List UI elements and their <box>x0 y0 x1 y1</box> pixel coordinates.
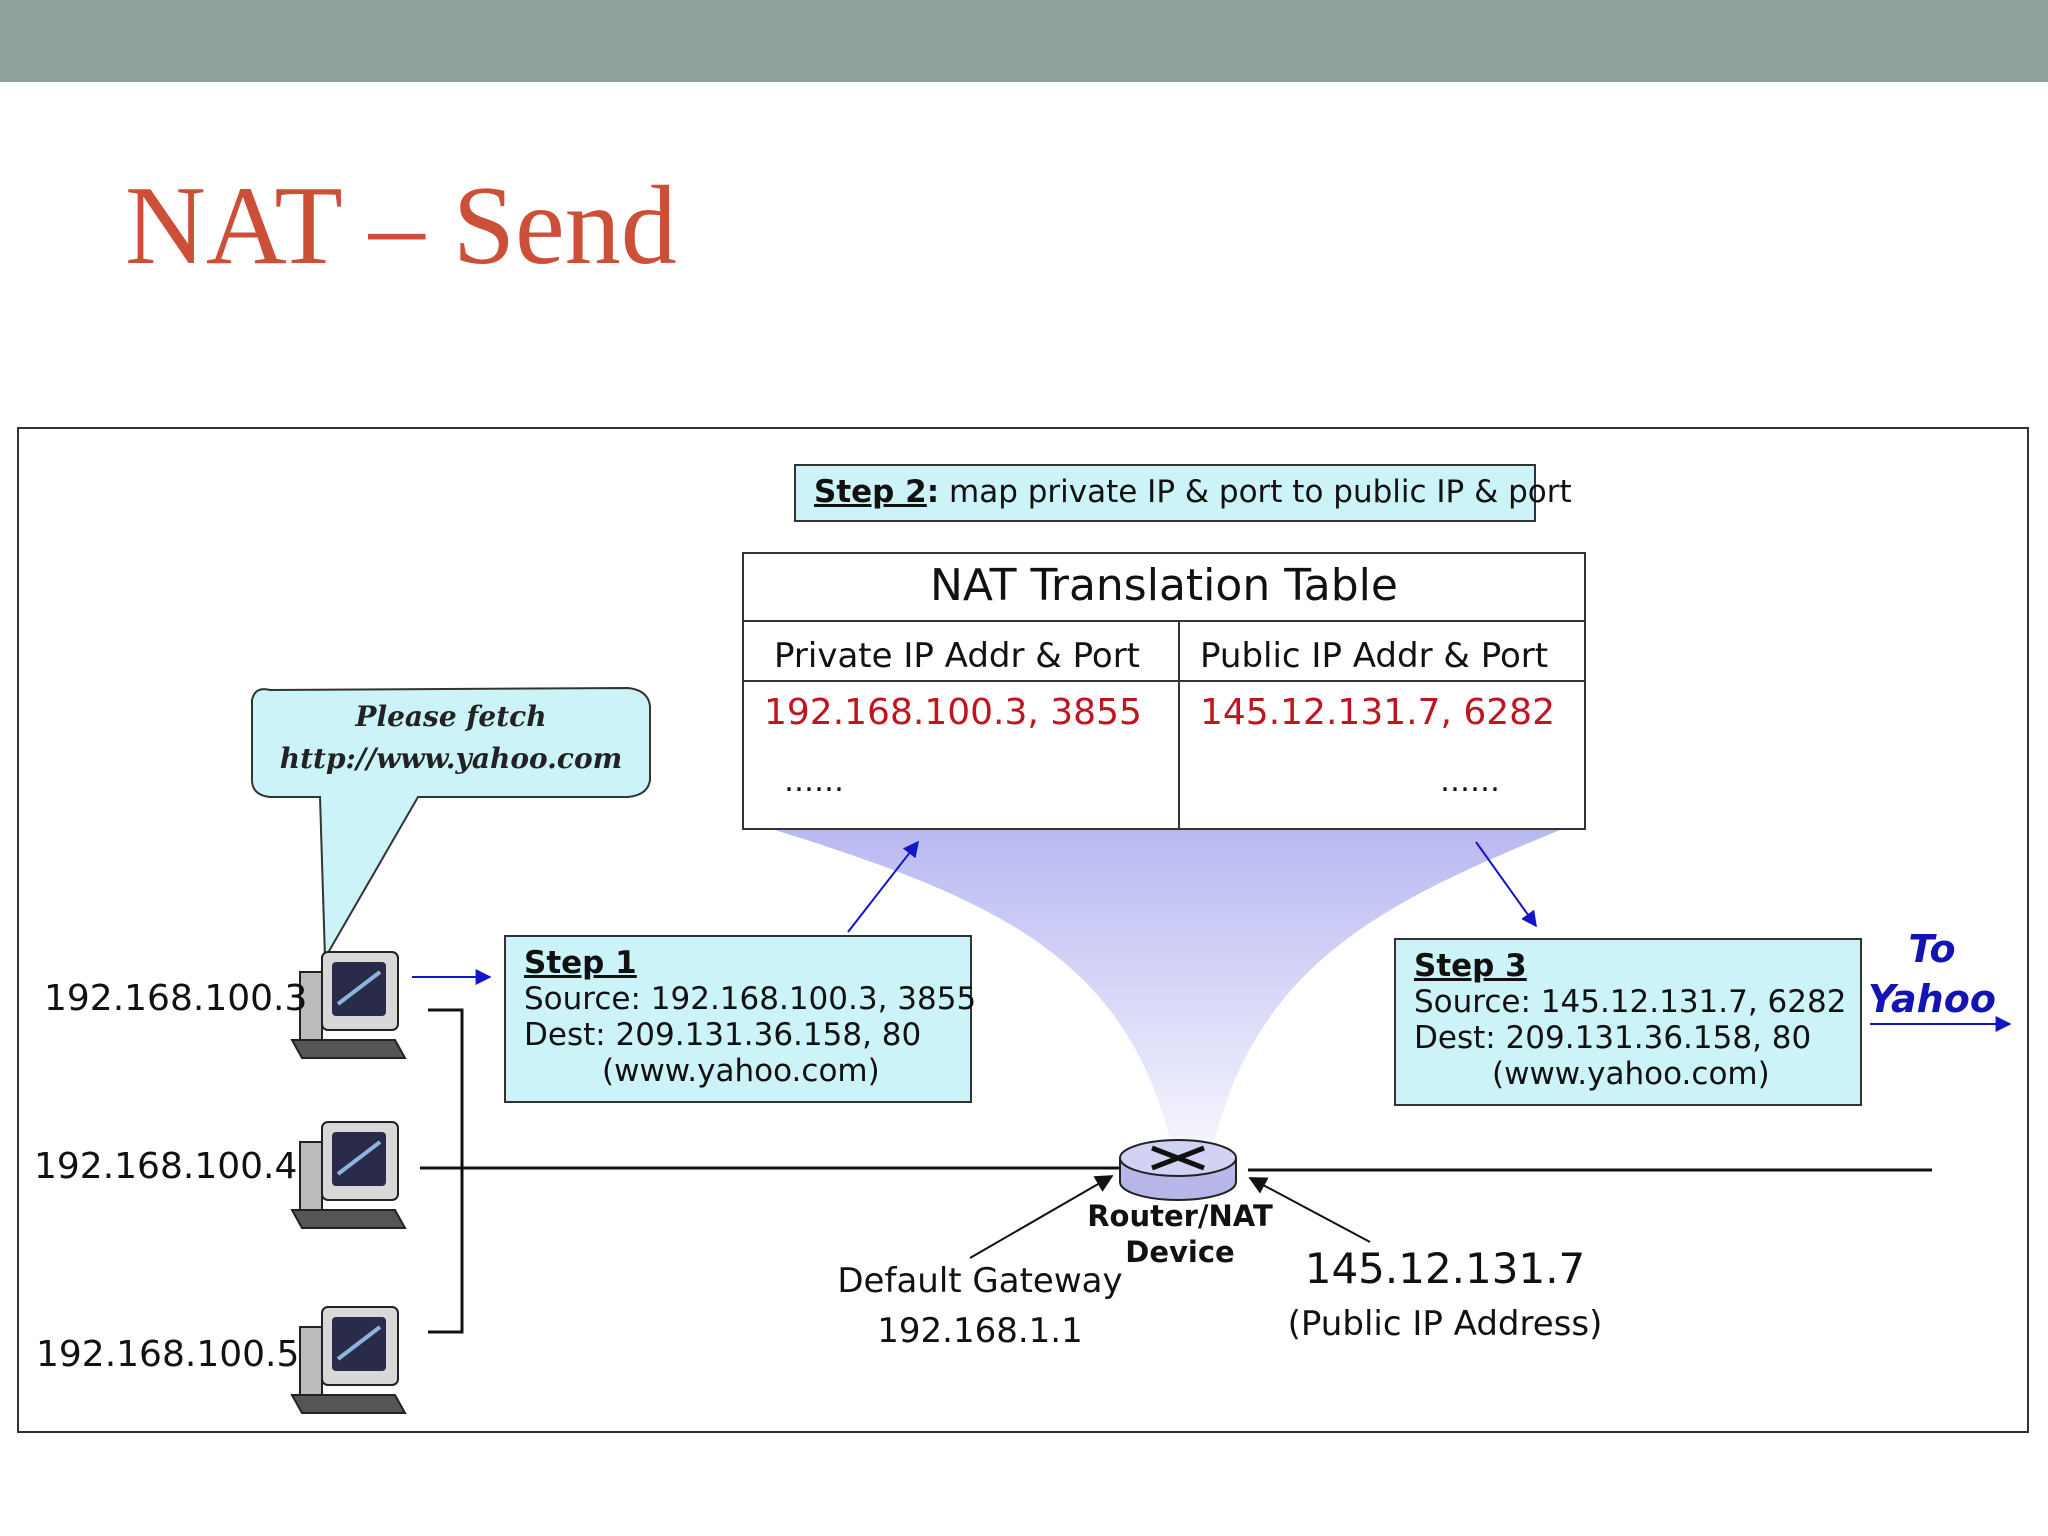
table-cell-ellipsis: …… <box>1440 764 1500 799</box>
computer-icon-1 <box>290 951 407 1059</box>
public-ip-caption: (Public IP Address) <box>1287 1304 1603 1344</box>
host-ip-label-1: 192.168.100.3 <box>44 978 308 1019</box>
step3-source: Source: 145.12.131.7, 6282 <box>1414 984 1847 1020</box>
router-label: Router/NAT Device <box>1080 1198 1280 1270</box>
table-divider <box>1178 620 1180 830</box>
table-cell-private-ip: 192.168.100.3, 3855 <box>764 692 1142 733</box>
destination-line-2: Yahoo <box>1868 977 1996 1021</box>
table-cell-public-ip: 145.12.131.7, 6282 <box>1200 692 1555 733</box>
nat-translation-table: NAT Translation Table Private IP Addr & … <box>742 552 1586 830</box>
destination-label: To Yahoo <box>1862 924 2002 1024</box>
arrow-gateway <box>969 1175 1114 1259</box>
arrow-step1-to-table <box>847 840 919 933</box>
router-label-line-2: Device <box>1125 1235 1235 1269</box>
destination-line-1: To <box>1908 927 1956 971</box>
host-ip-label-3: 192.168.100.5 <box>36 1334 300 1375</box>
gateway-ip: 192.168.1.1 <box>877 1311 1083 1351</box>
host-ip-label-2: 192.168.100.4 <box>34 1146 298 1187</box>
step3-box: Step 3 Source: 145.12.131.7, 6282 Dest: … <box>1394 938 1862 1106</box>
table-divider <box>744 620 1584 622</box>
router-label-line-1: Router/NAT <box>1087 1199 1273 1233</box>
step1-box: Step 1 Source: 192.168.100.3, 3855 Dest:… <box>504 935 977 1103</box>
slide-title: NAT – Send <box>125 164 677 288</box>
bubble-line-2: http://www.yahoo.com <box>279 742 623 775</box>
gateway-label-line-1: Default Gateway <box>837 1261 1123 1301</box>
diagram-frame <box>17 427 2029 1433</box>
router-icon <box>1119 1139 1237 1201</box>
step2-box: Step 2: map private IP & port to public … <box>794 464 1572 522</box>
gateway-label: Default Gateway 192.168.1.1 <box>820 1256 1140 1356</box>
step1-heading: Step 1 <box>524 945 637 981</box>
bubble-line-1: Please fetch <box>355 700 547 733</box>
computer-icon-3 <box>290 1306 407 1414</box>
arrow-public-ip <box>1248 1177 1371 1243</box>
slide-top-bar <box>0 0 2048 82</box>
column-header-private: Private IP Addr & Port <box>774 636 1141 676</box>
table-cell-ellipsis: …… <box>784 764 844 799</box>
step3-host: (www.yahoo.com) <box>1492 1056 1770 1092</box>
step2-colon: : <box>926 474 940 510</box>
nat-table-title: NAT Translation Table <box>930 560 1398 611</box>
speech-bubble <box>251 686 651 962</box>
step3-dest: Dest: 209.131.36.158, 80 <box>1414 1020 1812 1056</box>
computer-icon-2 <box>290 1121 407 1229</box>
translation-beam <box>775 830 1560 1140</box>
arrow-table-to-step3 <box>1475 841 1537 928</box>
table-divider <box>744 680 1584 682</box>
lan-bus <box>420 1008 1932 1334</box>
step2-heading: Step 2 <box>814 474 927 510</box>
public-ip-address: 145.12.131.7 <box>1304 1244 1586 1293</box>
step1-dest: Dest: 209.131.36.158, 80 <box>524 1017 922 1053</box>
step1-host: (www.yahoo.com) <box>602 1053 880 1089</box>
step2-text: map private IP & port to public IP & por… <box>939 474 1572 510</box>
step1-source: Source: 192.168.100.3, 3855 <box>524 981 977 1017</box>
step3-heading: Step 3 <box>1414 948 1527 984</box>
column-header-public: Public IP Addr & Port <box>1200 636 1549 676</box>
